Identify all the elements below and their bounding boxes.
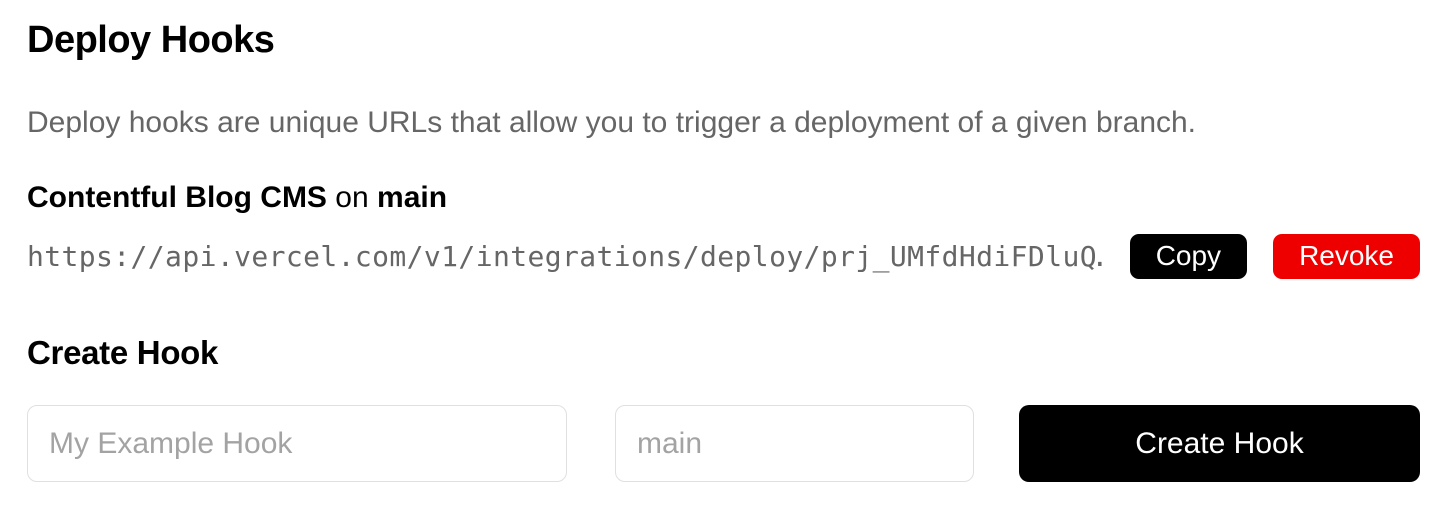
hook-title: Contentful Blog CMS on main (27, 179, 1420, 217)
hook-on-text: on (335, 181, 369, 215)
hook-name-input[interactable] (27, 405, 567, 483)
hook-url-row: https://api.vercel.com/v1/integrations/d… (27, 233, 1420, 279)
page-title: Deploy Hooks (27, 19, 275, 61)
create-hook-heading: Create Hook (27, 333, 219, 371)
revoke-button[interactable]: Revoke (1273, 233, 1420, 279)
branch-input[interactable] (615, 405, 974, 483)
create-hook-button[interactable]: Create Hook (1019, 405, 1420, 483)
hook-branch: main (377, 181, 448, 215)
copy-button[interactable]: Copy (1129, 233, 1248, 279)
create-hook-form: Create Hook (27, 405, 1420, 483)
page-description: Deploy hooks are unique URLs that allow … (27, 105, 1197, 139)
hook-name: Contentful Blog CMS (27, 181, 327, 215)
hook-url: https://api.vercel.com/v1/integrations/d… (27, 239, 1103, 273)
